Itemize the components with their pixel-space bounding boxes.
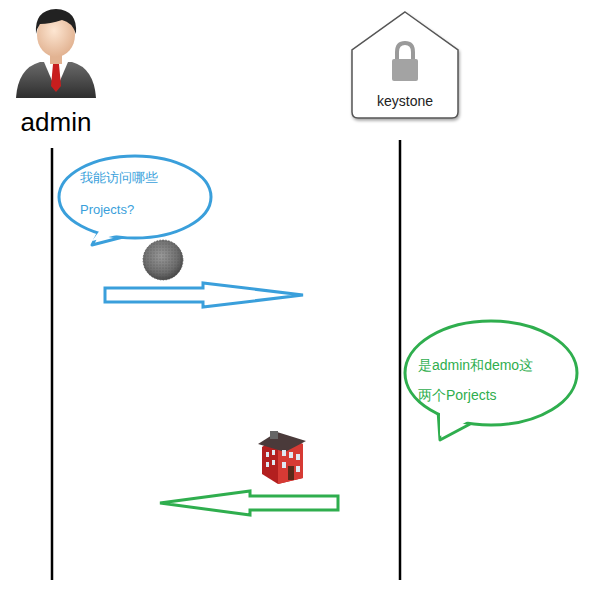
window [266, 462, 269, 467]
token-coin [143, 240, 183, 280]
person-hair [36, 9, 76, 34]
node-label: keystone [348, 92, 462, 110]
speech-bubble: 是admin和demo这 两个Porjects [402, 318, 584, 442]
bubble-outline [55, 152, 217, 248]
lock-body [392, 59, 418, 81]
building-windows [266, 450, 300, 472]
bubble-text: 我能访问哪些 Projects? [80, 162, 184, 226]
window [296, 466, 300, 472]
building-chimney [270, 431, 278, 439]
coin-body [143, 240, 183, 280]
message-arrow [160, 491, 338, 515]
person-suit [16, 62, 96, 98]
person-tie [51, 64, 61, 92]
window [296, 454, 300, 460]
bubble-ellipse [59, 156, 211, 238]
message-arrow [105, 283, 303, 307]
building-roof [258, 432, 306, 452]
lock-shackle [397, 43, 413, 60]
node-label: admin [10, 106, 102, 138]
actor-admin: admin [10, 2, 102, 140]
window [272, 460, 275, 465]
bubble-ellipse [405, 321, 577, 425]
person-icon [10, 2, 102, 102]
building-door [288, 466, 294, 480]
window [272, 450, 275, 455]
bubble-joint [92, 226, 121, 241]
admin-lifeline [51, 148, 54, 580]
project-building [258, 431, 306, 484]
coin-rim [143, 240, 183, 280]
speech-bubble: 我能访问哪些 Projects? [55, 152, 217, 248]
window [282, 462, 286, 468]
keystone-lifeline [399, 140, 402, 580]
service-keystone: keystone [348, 8, 462, 124]
window [282, 450, 286, 456]
coin-texture [143, 240, 183, 280]
window [266, 452, 269, 457]
bubble-outline [402, 318, 584, 442]
bubble-text: 是admin和demo这 两个Porjects [418, 350, 546, 410]
window [289, 452, 293, 458]
bubble-joint [440, 408, 470, 436]
